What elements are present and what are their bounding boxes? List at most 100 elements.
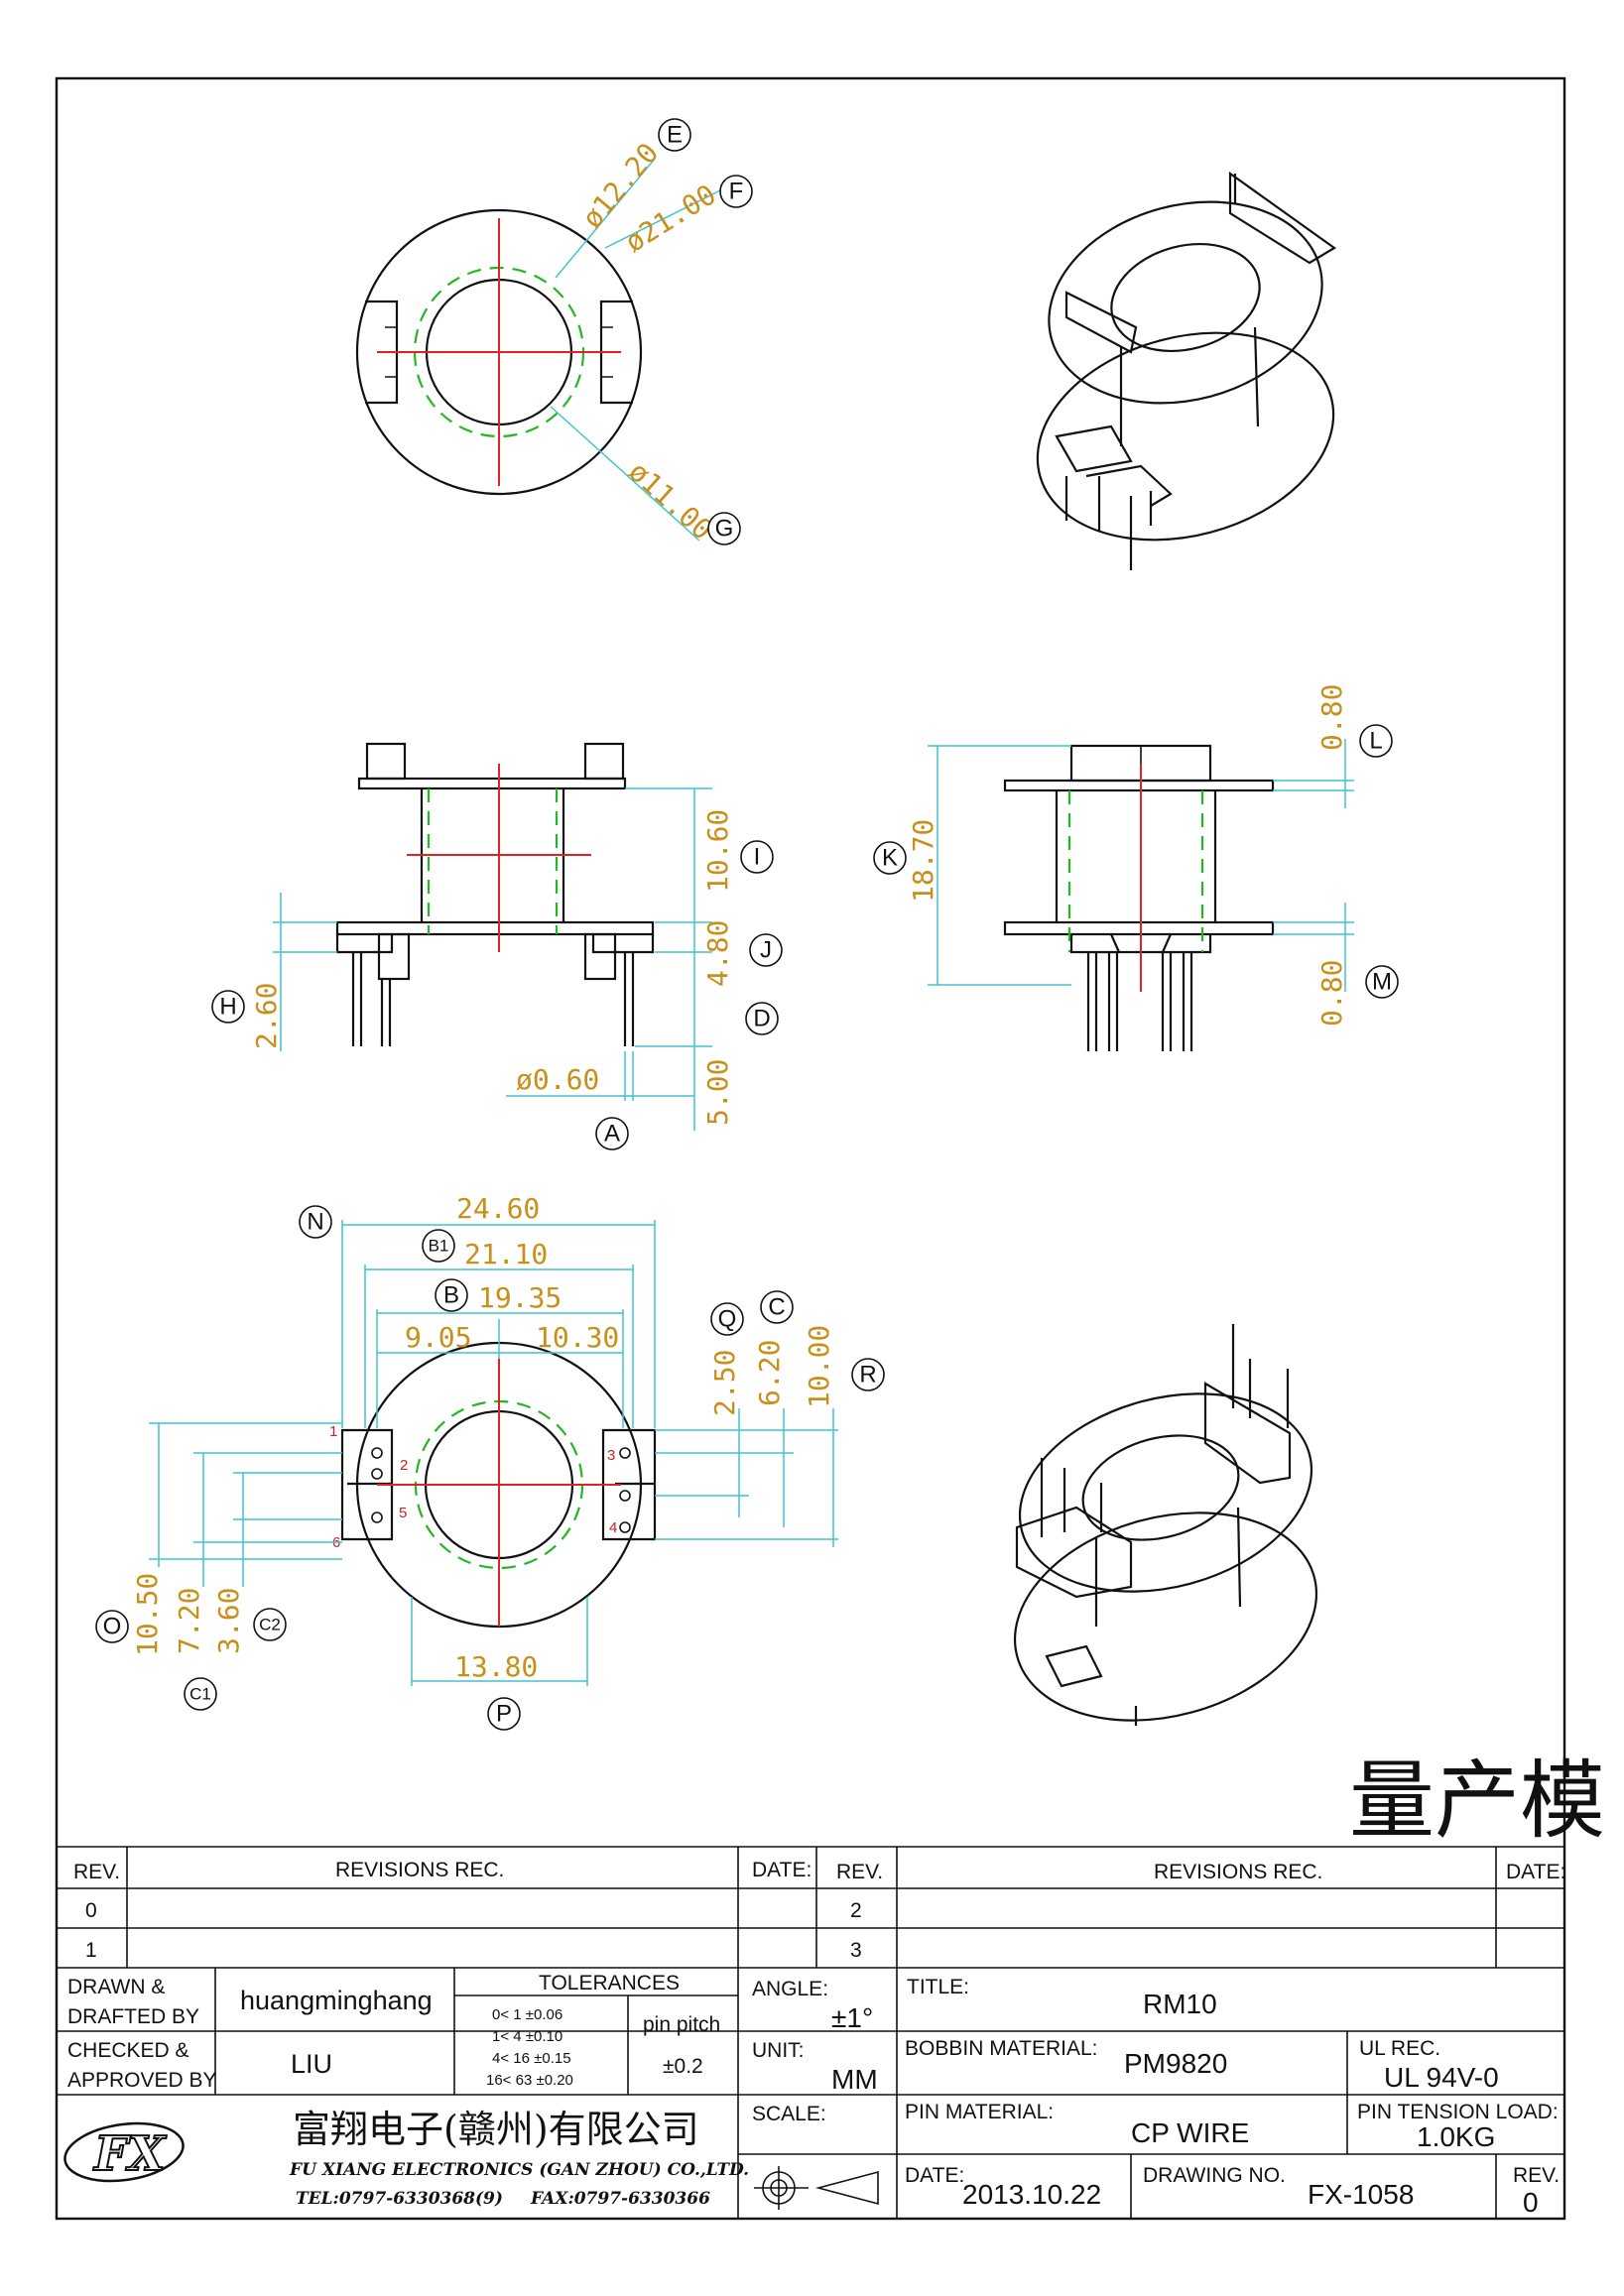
company-tel: TEL:0797-6330368(9)	[296, 2189, 503, 2209]
marker-Q: Q	[710, 1302, 744, 1336]
tolerance-row-1: 0< 1 ±0.06	[492, 2006, 562, 2023]
pin-number-4: 4	[609, 1519, 617, 1536]
pin-number-5: 5	[399, 1505, 407, 1521]
drawn-label-1: DRAWN &	[67, 1976, 165, 1998]
unit-label: UNIT:	[752, 2039, 805, 2062]
dim-10-00: 10.00	[803, 1325, 835, 1408]
marker-G: G	[707, 512, 741, 545]
pin-number-2: 2	[400, 1457, 408, 1474]
dim-13-80: 13.80	[454, 1650, 538, 1683]
rev-label: REV.	[1513, 2164, 1560, 2187]
date-label: DATE:	[905, 2164, 964, 2187]
pin-pitch-label: pin pitch	[643, 2013, 720, 2036]
dim-3-60: 3.60	[212, 1588, 245, 1654]
dim-0-80-top: 0.80	[1315, 684, 1348, 751]
drawn-label-2: DRAFTED BY	[67, 2005, 199, 2028]
svg-text:B: B	[443, 1282, 459, 1309]
svg-text:H: H	[219, 994, 236, 1021]
svg-text:R: R	[859, 1362, 876, 1389]
svg-text:N: N	[307, 1209, 323, 1236]
marker-M: M	[1365, 965, 1399, 999]
marker-D: D	[745, 1002, 779, 1035]
pin-material-value: CP WIRE	[1131, 2117, 1249, 2148]
marker-C: C	[760, 1290, 794, 1324]
date-value: 2013.10.22	[962, 2179, 1101, 2210]
marker-J: J	[749, 933, 783, 967]
svg-text:G: G	[715, 516, 734, 543]
marker-C2: C2	[253, 1608, 287, 1641]
bobbin-material-value: PM9820	[1124, 2048, 1227, 2079]
svg-text:M: M	[1372, 969, 1392, 996]
isometric-view-bottom	[1013, 1324, 1318, 1726]
svg-text:D: D	[753, 1006, 770, 1032]
date-header-left: DATE:	[752, 1859, 812, 1881]
checked-label-1: CHECKED &	[67, 2039, 189, 2062]
company-fax: FAX:0797-6330366	[530, 2189, 710, 2209]
unit-value: MM	[831, 2064, 878, 2095]
dim-21-10: 21.10	[464, 1238, 548, 1270]
marker-P: P	[487, 1697, 521, 1731]
front-view: 10.60 4.80 5.00 2.60 ø0.60 I J D H A	[211, 742, 783, 1150]
tolerance-row-3: 4< 16 ±0.15	[492, 2050, 571, 2067]
checked-label-2: APPROVED BY	[67, 2069, 217, 2092]
svg-text:C: C	[768, 1294, 785, 1321]
tolerance-row-4: 16< 63 ±0.20	[486, 2072, 573, 2089]
marker-L: L	[1359, 724, 1393, 758]
marker-K: K	[873, 841, 907, 875]
date-header-right: DATE:	[1506, 1861, 1565, 1883]
rev-row-3: 3	[850, 1939, 862, 1962]
drawn-by-value: huangminghang	[240, 1986, 433, 2015]
company-logo: FX	[63, 2121, 185, 2183]
pin-material-label: PIN MATERIAL:	[905, 2101, 1054, 2123]
dim-d11-00: ø11.00	[622, 455, 718, 546]
top-view: ø12.20 ø21.00 ø11.00 E F G	[355, 118, 753, 546]
dim-4-80: 4.80	[701, 920, 734, 987]
svg-text:I: I	[754, 844, 761, 871]
marker-R: R	[851, 1358, 885, 1391]
pin-tension-value: 1.0KG	[1417, 2121, 1495, 2152]
dim-19-35: 19.35	[478, 1281, 562, 1314]
marker-H: H	[211, 990, 245, 1024]
rev-header-right: REV.	[836, 1861, 883, 1883]
svg-text:C1: C1	[189, 1685, 211, 1704]
ul-rec-value: UL 94V-0	[1384, 2062, 1499, 2093]
revisions-header-right: REVISIONS REC.	[1154, 1861, 1322, 1883]
svg-text:Q: Q	[718, 1306, 737, 1333]
projection-symbol	[754, 2166, 879, 2210]
dim-d0-60: ø0.60	[516, 1063, 599, 1096]
title-label: TITLE:	[907, 1976, 969, 1998]
dim-10-30: 10.30	[536, 1321, 619, 1354]
revisions-header-left: REVISIONS REC.	[335, 1859, 504, 1881]
ul-rec-label: UL REC.	[1359, 2037, 1440, 2060]
dim-10-60: 10.60	[701, 809, 734, 893]
dim-0-80-bottom: 0.80	[1315, 960, 1348, 1027]
pin-number-3: 3	[607, 1447, 615, 1464]
tolerances-header: TOLERANCES	[539, 1972, 680, 1994]
svg-text:J: J	[760, 937, 772, 964]
marker-B1: B1	[422, 1229, 455, 1263]
drawing-no-value: FX-1058	[1308, 2179, 1414, 2210]
title-block: REV. REVISIONS REC. DATE: REV. REVISIONS…	[57, 1846, 1565, 2219]
marker-N: N	[299, 1205, 332, 1239]
company-name-en: FU XIANG ELECTRONICS (GAN ZHOU) CO.,LTD.	[289, 2160, 749, 2180]
svg-text:B1: B1	[429, 1237, 449, 1256]
marker-B: B	[435, 1278, 468, 1312]
marker-O: O	[95, 1610, 129, 1643]
marker-C1: C1	[184, 1677, 217, 1711]
rev-row-0: 0	[85, 1899, 97, 1922]
drawing-no-label: DRAWING NO.	[1143, 2164, 1286, 2187]
logo-text: FX	[92, 2126, 167, 2182]
dim-2-50: 2.50	[708, 1350, 741, 1416]
marker-F: F	[719, 175, 753, 208]
dim-9-05: 9.05	[405, 1321, 471, 1354]
dim-7-20: 7.20	[173, 1588, 205, 1654]
dim-18-70: 18.70	[907, 819, 939, 903]
rev-header-left: REV.	[73, 1861, 120, 1883]
rev-row-2: 2	[850, 1899, 862, 1922]
svg-text:P: P	[496, 1701, 512, 1728]
svg-text:E: E	[667, 122, 683, 149]
dim-10-50: 10.50	[131, 1573, 164, 1656]
svg-text:C2: C2	[259, 1616, 281, 1634]
angle-value: ±1°	[831, 2002, 873, 2033]
